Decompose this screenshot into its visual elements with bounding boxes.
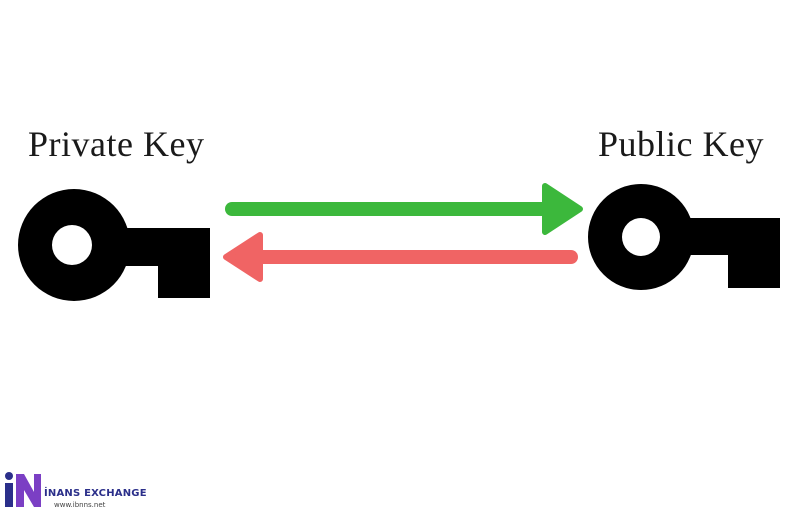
arrow-left-icon (223, 232, 578, 282)
arrow-right-icon (225, 183, 583, 235)
public-key-label: Public Key (598, 124, 764, 164)
private-key-icon (18, 189, 210, 301)
watermark-logo-icon (5, 472, 41, 507)
private-key-label: Private Key (28, 124, 205, 164)
watermark-url: www.ibnns.net (54, 501, 106, 509)
public-key-icon (588, 184, 780, 290)
watermark-name: İNANS EXCHANGE (44, 488, 147, 499)
